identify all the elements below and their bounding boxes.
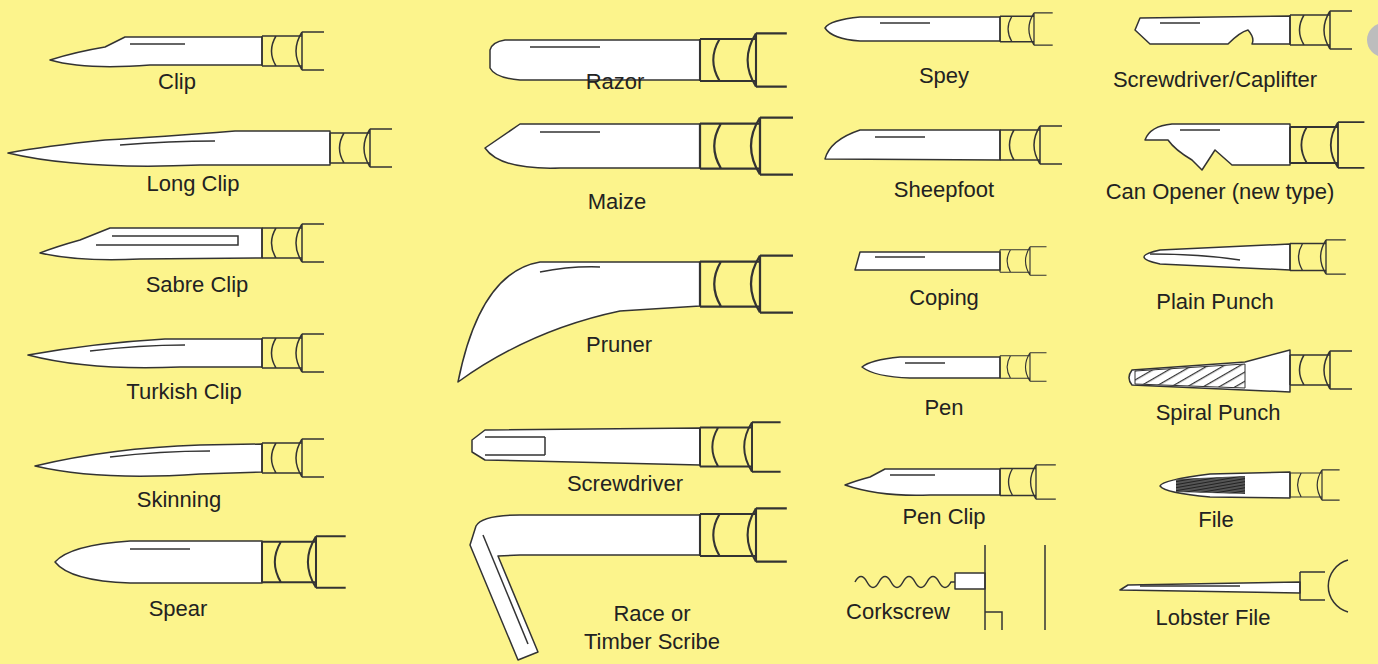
blade-label: Race or Timber Scribe <box>580 600 725 655</box>
spiral-punch-blade <box>1129 350 1352 392</box>
blade-label: File <box>1198 506 1233 534</box>
skinning-blade <box>35 439 324 477</box>
blade-label: Coping <box>909 284 979 312</box>
sabre-clip-blade <box>40 224 324 262</box>
plain-punch-blade <box>1144 240 1346 274</box>
blade-label: Screwdriver/Caplifter <box>1113 66 1317 94</box>
screwdriver-caplifter-blade <box>1135 11 1352 49</box>
sheepfoot-blade <box>825 126 1062 164</box>
maize-blade <box>485 118 793 175</box>
blade-label: Pruner <box>586 331 652 359</box>
page-marker <box>1367 23 1378 57</box>
blade-label: Screwdriver <box>567 470 683 498</box>
blade-label: Long Clip <box>147 170 240 198</box>
blade-label: Pen Clip <box>902 503 985 531</box>
file-blade <box>1160 470 1340 500</box>
blade-label: Pen <box>924 394 963 422</box>
spear-blade <box>55 536 346 587</box>
can-opener-blade <box>1145 122 1364 170</box>
blade-label: Spey <box>919 62 969 90</box>
lobster-file-blade <box>1120 560 1348 612</box>
blade-label: Skinning <box>137 486 221 514</box>
blade-label: Turkish Clip <box>126 378 241 406</box>
blade-label: Plain Punch <box>1156 288 1273 316</box>
blade-label: Clip <box>158 68 196 96</box>
timber-scribe-blade <box>470 508 787 660</box>
pen-clip-blade <box>845 465 1056 499</box>
blade-label: Lobster File <box>1156 604 1271 632</box>
spey-blade <box>825 13 1053 45</box>
blade-label: Maize <box>588 188 647 216</box>
clip-blade <box>50 32 324 70</box>
turkish-clip-blade <box>28 334 324 372</box>
blade-label: Spiral Punch <box>1156 399 1281 427</box>
screwdriver-blade <box>472 422 781 471</box>
blade-label: Spear <box>149 595 208 623</box>
blade-label: Razor <box>586 68 645 96</box>
long-clip-blade <box>8 129 392 167</box>
blade-label: Sheepfoot <box>894 176 994 204</box>
blade-label: Corkscrew <box>846 598 950 626</box>
blade-label: Sabre Clip <box>146 271 249 299</box>
blade-label: Can Opener (new type) <box>1106 178 1335 206</box>
coping-blade <box>855 247 1047 276</box>
pen-blade <box>862 353 1047 382</box>
pruner-blade <box>458 256 793 383</box>
